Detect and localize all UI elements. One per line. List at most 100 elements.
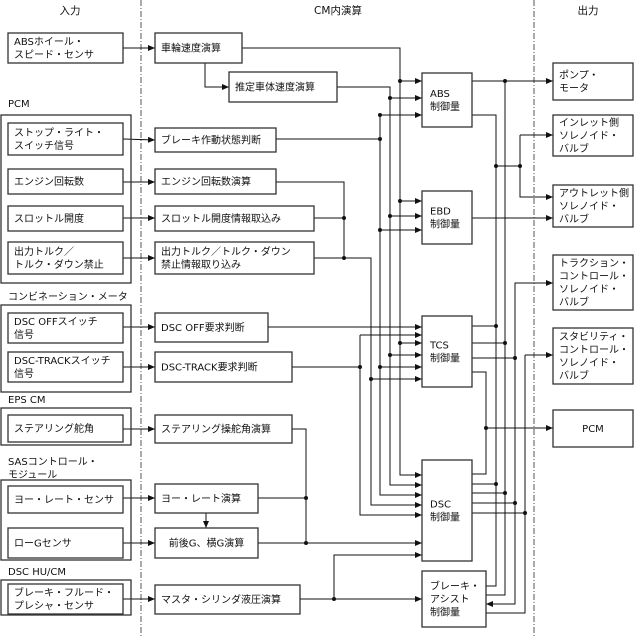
engine-rpm-box: エンジン回転数 — [7, 168, 124, 195]
group-label-sas: モジュール — [8, 470, 57, 481]
pump-motor-box: ポンプ・モータ — [552, 62, 634, 101]
wheel-speed-calc-box: 車輪速度演算 — [154, 32, 243, 64]
traction-valve-box-text: トラクション・ — [559, 258, 629, 270]
engine-rpm-calc-box-text: エンジン回転数演算 — [161, 175, 251, 188]
inlet-valve-box-text: ソレノイド・ — [559, 131, 619, 142]
dsc-track-switch-box-text: 信号 — [14, 368, 34, 380]
pump-motor-box-text: ポンプ・ — [559, 70, 599, 82]
dsc-track-switch-box-text: DSC-TRACKスイッチ — [14, 355, 111, 367]
abs-wheel-speed-sensor-box-text: ABSホイール・ — [14, 36, 84, 48]
outlet-valve-box-text: バルブ — [559, 213, 589, 226]
pcm-output-box-text: PCM — [582, 424, 604, 435]
group-label-pcm: PCM — [8, 99, 30, 110]
brake-fluid-pressure-sensor-box-text: プレシャ・センサ — [14, 600, 94, 612]
dsc-control-box-text: 制御量 — [430, 511, 460, 524]
yaw-rate-sensor-box: ヨー・レート・センサ — [7, 485, 124, 514]
vehicle-speed-est-box: 推定車体速度演算 — [228, 71, 338, 103]
torque-info-box-text: 出力トルク／トルク・ダウン — [161, 245, 291, 258]
input-group-frame — [0, 114, 132, 284]
pump-motor-box-text: モータ — [559, 83, 589, 95]
brake-assist-control-box-text: アシスト — [430, 595, 470, 606]
connection-lines — [122, 45, 553, 614]
stability-valve-box: スタビリティ・コントロール・ソレノイド・バルブ — [552, 327, 634, 385]
ebd-control-box-text: 制御量 — [430, 218, 460, 231]
input-group-frame — [0, 407, 132, 446]
dsc-off-judge-box: DSC OFF要求判断 — [154, 312, 269, 343]
abs-wheel-speed-sensor-box: ABSホイール・スピード・センサ — [7, 32, 124, 64]
torque-info-box-text: 禁止情報取り込み — [161, 258, 241, 271]
g-calc-box: 前後G、横G演算 — [154, 527, 259, 559]
throttle-opening-box-text: スロットル開度 — [14, 212, 84, 225]
input-group-frame — [0, 479, 132, 561]
dsc-off-switch-box-text: DSC OFFスイッチ — [14, 316, 98, 328]
dsc-off-judge-box-text: DSC OFF要求判断 — [161, 321, 245, 334]
outlet-valve-box-text: ソレノイド・ — [559, 202, 619, 213]
torque-box-text: 出力トルク／ — [14, 245, 74, 258]
yaw-rate-calc-box: ヨー・レート演算 — [154, 483, 259, 514]
junction-dot — [494, 482, 498, 486]
junction-dot — [342, 216, 346, 220]
inlet-valve-box-text: インレット側 — [559, 116, 619, 129]
stop-light-switch-box: ストップ・ライト・スイッチ信号 — [7, 122, 124, 156]
brake-assist-control-box-text: 制御量 — [430, 606, 460, 619]
vehicle-speed-est-box-text: 推定車体速度演算 — [235, 81, 315, 94]
ebd-control-box-text: EBD — [430, 207, 451, 218]
stability-valve-box-text: バルブ — [559, 369, 589, 382]
group-label-dsc-hu-cm: DSC HU/CM — [8, 567, 66, 578]
traction-valve-box-text: バルブ — [559, 296, 589, 309]
master-cyl-calc-box-text: マスタ・シリンダ液圧演算 — [161, 593, 281, 606]
junction-dot — [342, 256, 346, 260]
header-input: 入力 — [60, 4, 81, 17]
dsc-track-judge-box: DSC-TRACK要求判断 — [154, 351, 293, 383]
dsc-off-switch-box-text: 信号 — [14, 329, 34, 341]
outlet-valve-box-text: アウトレット側 — [559, 187, 629, 200]
traction-valve-box-text: コントロール・ — [559, 272, 629, 283]
abs-wheel-speed-sensor-box-text: スピード・センサ — [14, 49, 94, 61]
dsc-control-box-text: DSC — [430, 500, 451, 511]
dsc-track-judge-box-text: DSC-TRACK要求判断 — [161, 361, 258, 374]
brake-assist-control-box-text: ブレーキ・ — [430, 580, 480, 593]
master-cyl-calc-box: マスタ・シリンダ液圧演算 — [154, 584, 301, 615]
steering-calc-box: ステアリング操舵角演算 — [154, 414, 293, 444]
traction-valve-box-text: ソレノイド・ — [559, 285, 619, 296]
engine-rpm-calc-box: エンジン回転数演算 — [154, 168, 277, 195]
yaw-rate-calc-box-text: ヨー・レート演算 — [161, 492, 241, 505]
traction-valve-box: トラクション・コントロール・ソレノイド・バルブ — [552, 254, 634, 311]
throttle-opening-box: スロットル開度 — [7, 205, 124, 232]
junction-dot — [503, 341, 507, 345]
stop-light-switch-box-text: ストップ・ライト・ — [14, 127, 104, 139]
yaw-rate-sensor-box-text: ヨー・レート・センサ — [14, 494, 114, 506]
group-label-combination-meter: コンビネーション・メータ — [8, 291, 128, 303]
steering-calc-box-text: ステアリング操舵角演算 — [161, 423, 271, 436]
steering-angle-box: ステアリング舵角 — [7, 414, 124, 443]
junction-dot — [494, 324, 498, 328]
brake-fluid-pressure-sensor-box-text: ブレーキ・フルード・ — [14, 586, 114, 599]
steering-angle-box-text: ステアリング舵角 — [14, 422, 94, 435]
junction-dot — [513, 356, 517, 360]
wheel-speed-calc-box-text: 車輪速度演算 — [161, 42, 221, 55]
group-label-eps-cm: EPS CM — [8, 395, 46, 406]
tcs-control-box-text: 制御量 — [430, 352, 460, 365]
header-process: CM内演算 — [314, 4, 362, 17]
g-calc-box-text: 前後G、横G演算 — [169, 537, 245, 550]
low-g-sensor-box-text: ローGセンサ — [14, 538, 72, 550]
junction-dot — [503, 491, 507, 495]
throttle-info-box-text: スロットル開度情報取込み — [161, 212, 281, 225]
inlet-valve-box-text: バルブ — [559, 142, 589, 155]
group-label-sas: SASコントロール・ — [8, 457, 98, 468]
brake-fluid-pressure-sensor-box: ブレーキ・フルード・プレシャ・センサ — [7, 583, 124, 615]
engine-rpm-box-text: エンジン回転数 — [14, 175, 84, 188]
input-group-frame — [0, 579, 132, 616]
junction-dot — [523, 511, 527, 515]
